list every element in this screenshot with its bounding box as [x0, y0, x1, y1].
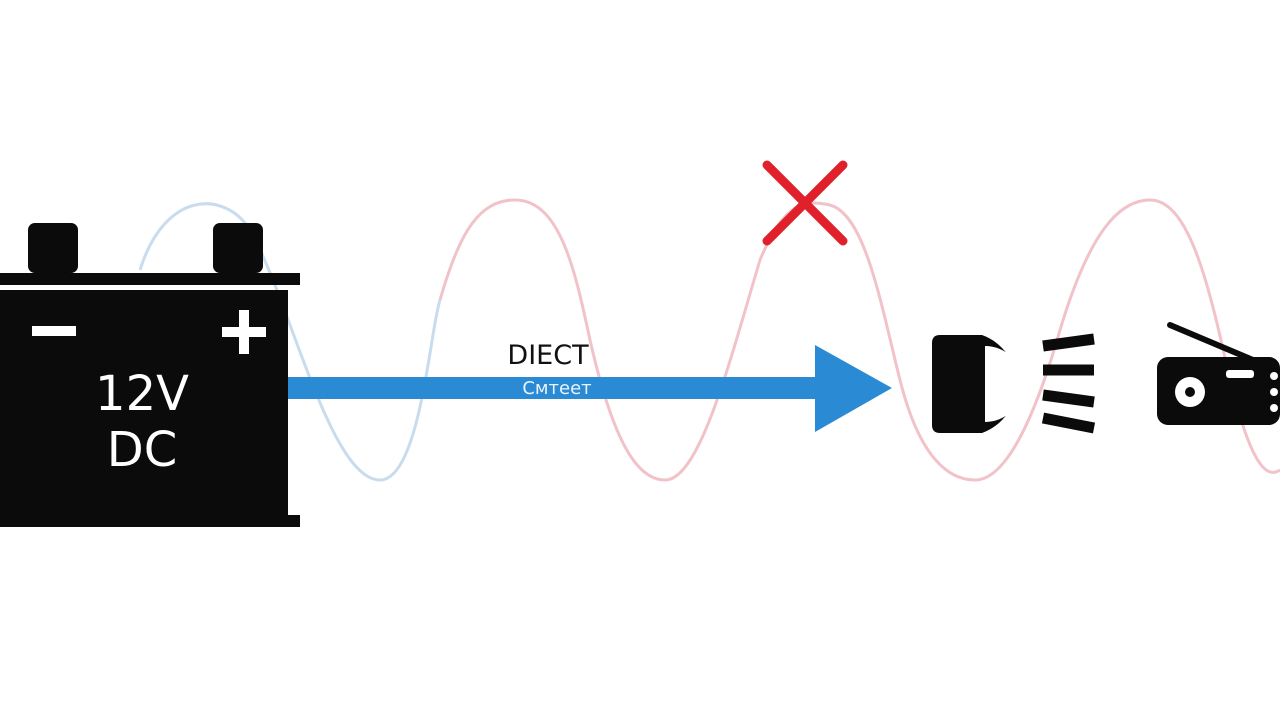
- battery-type-label: DC: [107, 422, 177, 478]
- radio-speaker-center: [1185, 387, 1195, 397]
- battery-negative-sign: [32, 326, 76, 336]
- sine-wave-red-segment: [438, 198, 1280, 482]
- radio-display: [1226, 370, 1254, 378]
- battery-lid: [0, 273, 300, 285]
- arrow-shaft: [288, 377, 828, 399]
- radio-knob-3: [1270, 404, 1278, 412]
- radio-knob-1: [1270, 372, 1278, 380]
- background-sine-wave: [138, 198, 1280, 482]
- arrow-head: [815, 345, 892, 432]
- arrow-label-top: DIECT: [507, 340, 589, 371]
- battery-voltage-label: 12V: [95, 366, 189, 422]
- radio-icon: [1157, 322, 1280, 425]
- battery-icon: 12V DC: [0, 223, 300, 527]
- radio-knob-2: [1270, 388, 1278, 396]
- battery-positive-sign: [222, 310, 266, 354]
- battery-terminal-positive: [213, 223, 263, 273]
- arrow-label-bottom: Cмтеет: [522, 378, 591, 399]
- battery-base: [0, 515, 300, 527]
- headlight-beams: [1041, 333, 1096, 434]
- direct-current-arrow: DIECT Cмтеет: [288, 340, 892, 432]
- headlight-icon: [932, 333, 1096, 434]
- radio-antenna: [1167, 322, 1256, 363]
- headlight-lens: [985, 346, 1023, 422]
- battery-terminal-negative: [28, 223, 78, 273]
- x-mark-icon: [762, 160, 848, 246]
